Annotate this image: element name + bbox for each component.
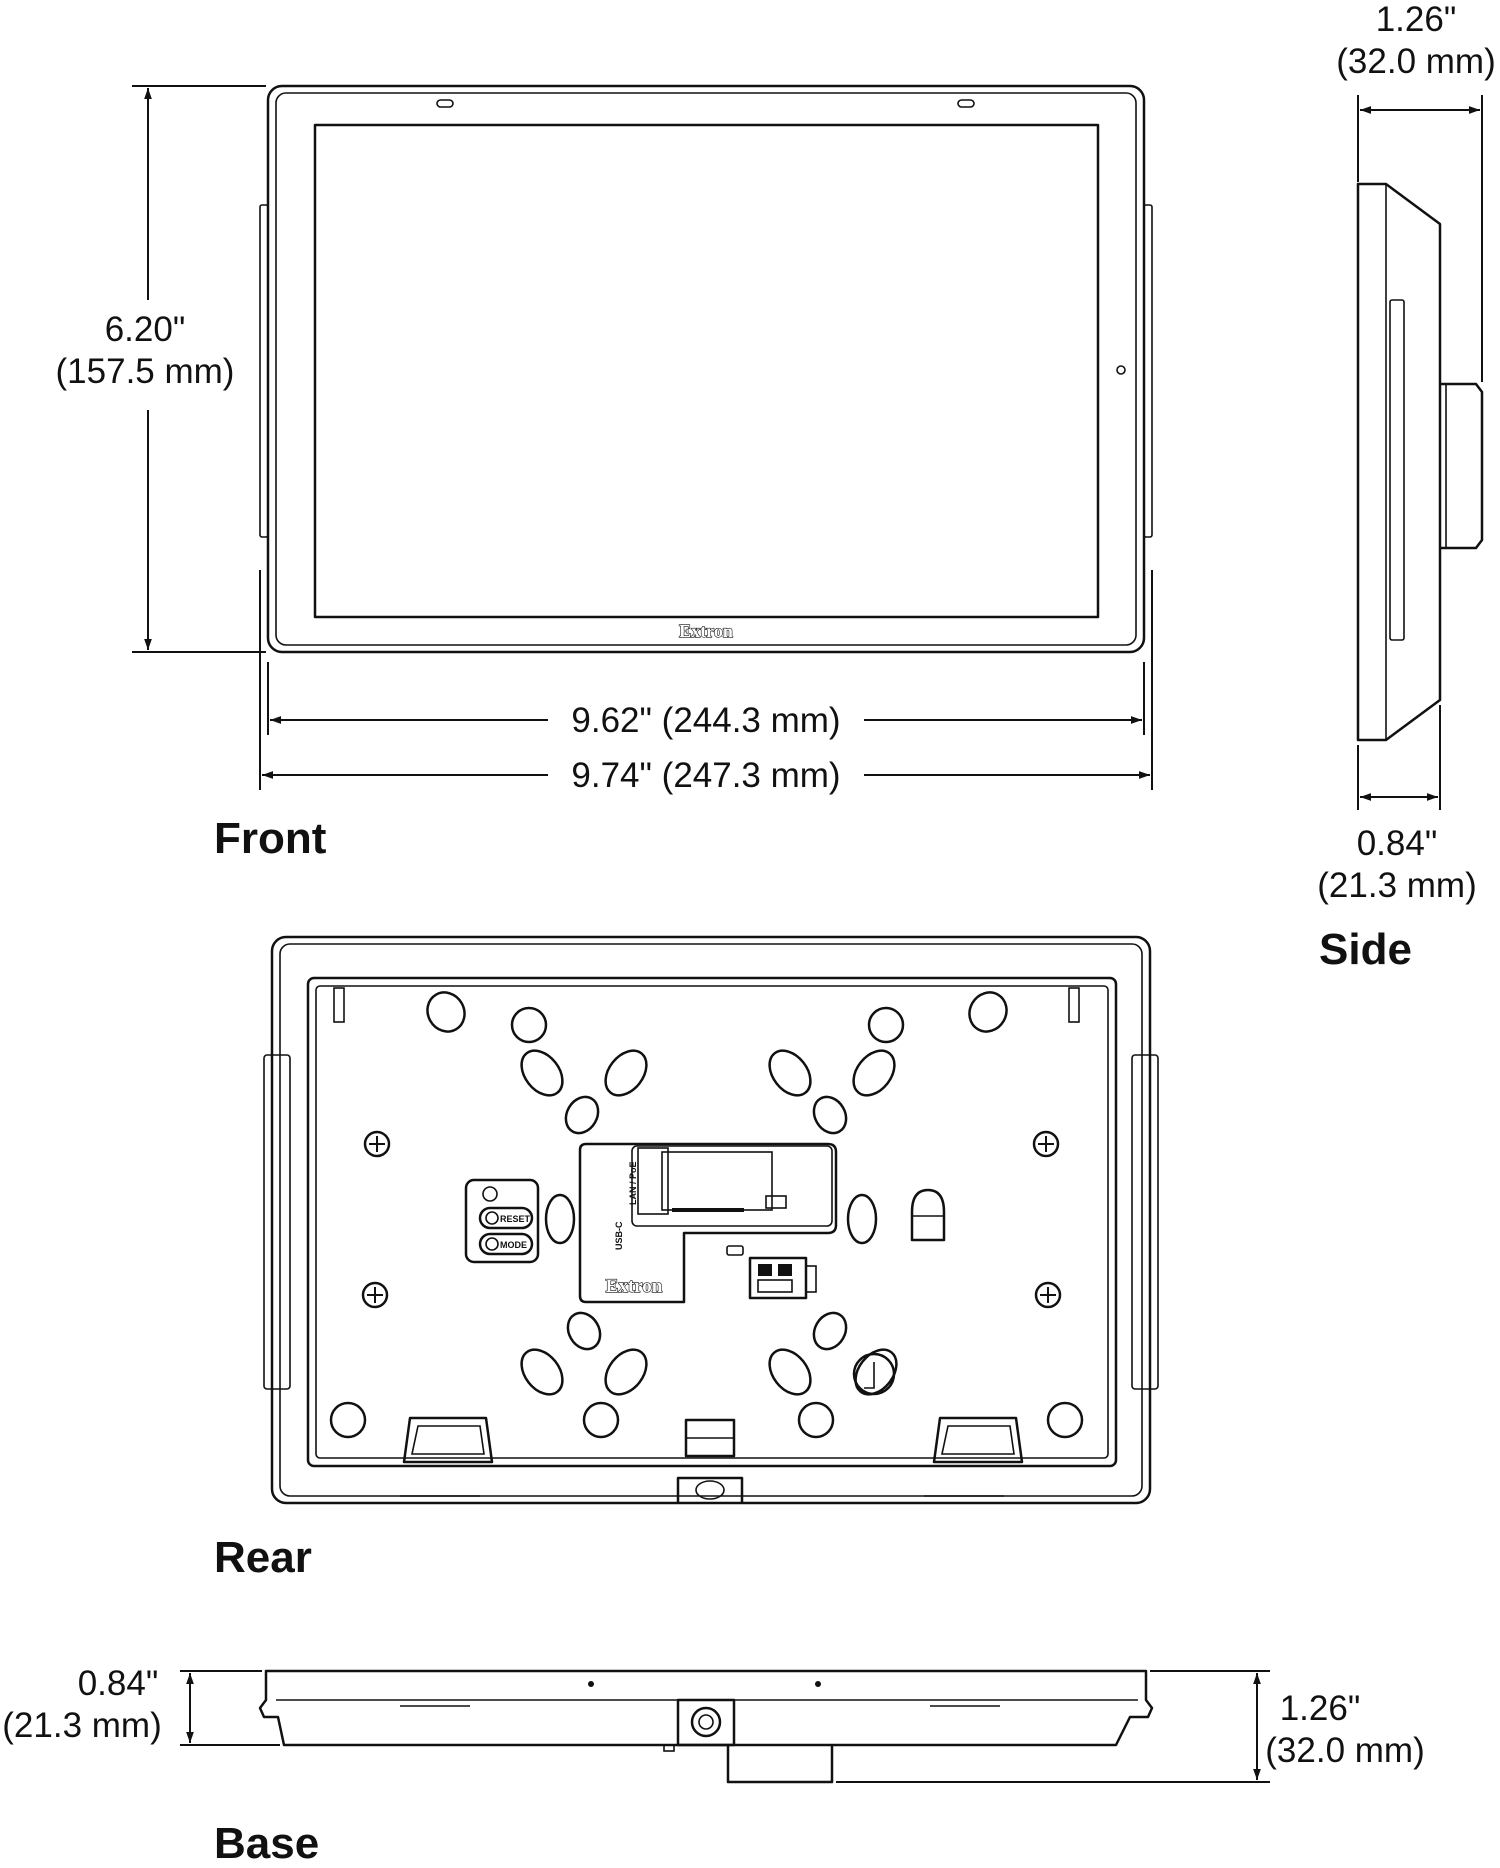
front-height-inch: 6.20"	[105, 310, 186, 349]
side-depth-total-dimension: 1.26" (32.0 mm)	[1336, 0, 1496, 382]
side-depth-panel-dimension: 0.84" (21.3 mm)	[1317, 705, 1477, 905]
base-view-label: Base	[214, 1819, 319, 1868]
front-logo: Extron	[679, 621, 733, 641]
side-view	[1356, 182, 1484, 742]
reset-label: RESET	[500, 1214, 531, 1224]
base-depth-panel-mm: (21.3 mm)	[2, 1706, 161, 1745]
side-depth-total-inch: 1.26"	[1376, 0, 1457, 39]
front-view-label: Front	[214, 814, 327, 863]
side-depth-panel-mm: (21.3 mm)	[1317, 866, 1476, 905]
rear-logo: Extron	[606, 1276, 663, 1297]
base-depth-total-inch: 1.26"	[1280, 1689, 1361, 1728]
base-view	[258, 1669, 1154, 1784]
base-depth-panel-dimension: 0.84" (21.3 mm)	[2, 1664, 280, 1746]
front-width-inner: 9.62" (244.3 mm)	[571, 701, 840, 740]
connector-module: USB-C LAN / PoE Extron	[578, 1142, 838, 1304]
screws	[361, 1130, 1062, 1309]
base-depth-panel-inch: 0.84"	[78, 1664, 159, 1703]
side-view-label: Side	[1319, 925, 1412, 974]
mounting-holes	[329, 991, 1084, 1439]
rear-foot-right	[932, 1416, 1024, 1464]
base-depth-total-mm: (32.0 mm)	[1265, 1731, 1424, 1770]
terminal-block	[748, 1256, 817, 1300]
rear-foot-left	[402, 1416, 494, 1464]
mode-label: MODE	[500, 1240, 527, 1250]
front-width-dimensions: 9.62" (244.3 mm) 9.74" (247.3 mm)	[259, 570, 1153, 795]
front-height-dimension: 6.20" (157.5 mm)	[56, 85, 266, 653]
side-depth-total-mm: (32.0 mm)	[1336, 42, 1495, 81]
usb-c-port-label: USB-C	[614, 1221, 624, 1250]
rear-view: RESET MODE USB-C LAN / PoE Extron	[263, 935, 1159, 1505]
rear-bottom-tab	[676, 1476, 744, 1503]
side-depth-panel-inch: 0.84"	[1357, 824, 1438, 863]
front-view: Extron	[259, 84, 1153, 654]
lan-poe-port-label: LAN / PoE	[628, 1161, 638, 1205]
rear-corner-clip	[852, 1352, 896, 1396]
base-depth-total-dimension: 1.26" (32.0 mm)	[836, 1670, 1425, 1783]
reset-mode-panel: RESET MODE	[464, 1178, 540, 1264]
front-height-mm: (157.5 mm)	[56, 352, 235, 391]
front-width-outer: 9.74" (247.3 mm)	[571, 756, 840, 795]
rear-view-label: Rear	[214, 1533, 312, 1582]
